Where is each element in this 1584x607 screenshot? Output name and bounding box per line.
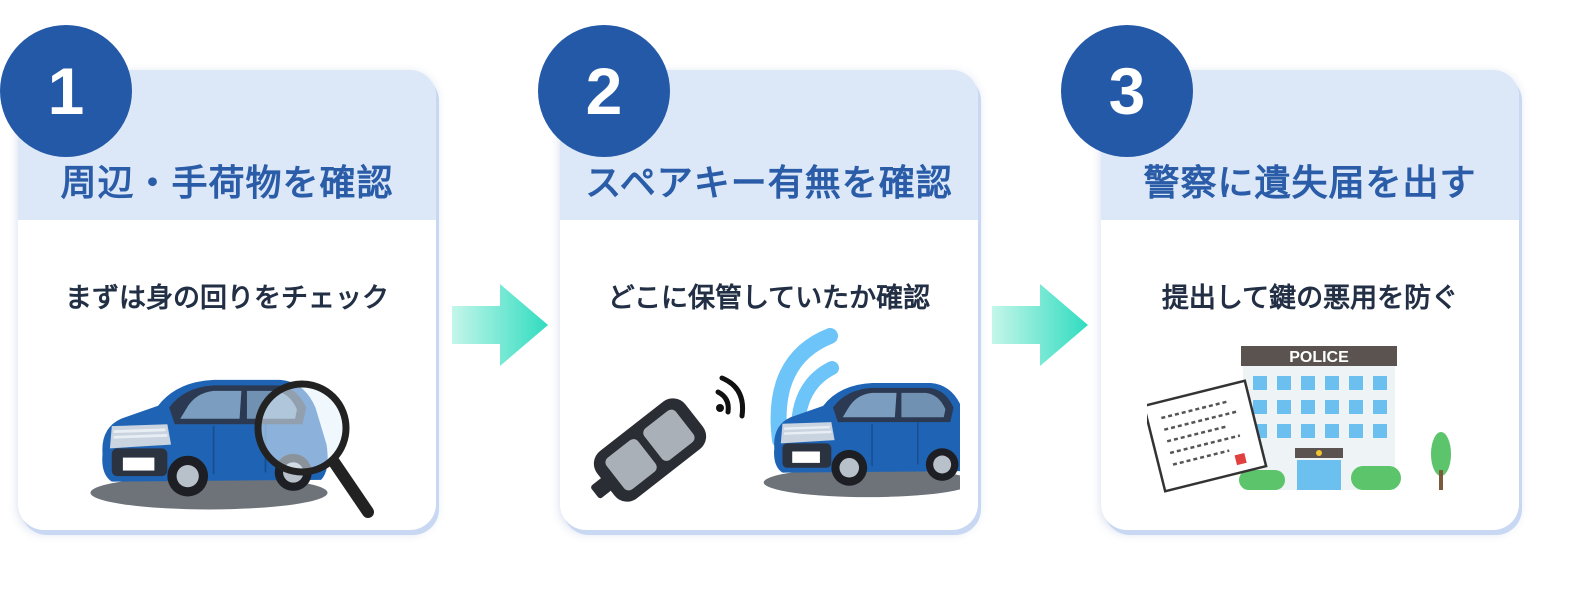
step-number-badge: 2 — [538, 25, 670, 157]
step-card-2: スペアキー有無を確認 どこに保管していたか確認 — [560, 70, 978, 530]
step-card-3: 警察に遺失届を出す 提出して鍵の悪用を防ぐ POLICE — [1101, 70, 1519, 530]
arrow-right-icon — [992, 284, 1088, 366]
car-magnifier-icon — [89, 378, 374, 518]
step-title: 周辺・手荷物を確認 — [60, 163, 394, 204]
police-sign: POLICE — [1289, 349, 1349, 366]
step-title: 警察に遺失届を出す — [1143, 163, 1477, 204]
step-card-1: 周辺・手荷物を確認 まずは身の回りをチェック — [18, 70, 436, 530]
step-subtitle: 提出して鍵の悪用を防ぐ — [1161, 283, 1459, 314]
smart-key-car-icon — [591, 328, 960, 502]
step-number-badge: 3 — [1061, 25, 1193, 157]
step-number-badge: 1 — [0, 25, 132, 157]
step-subtitle: どこに保管していたか確認 — [607, 283, 931, 314]
step-subtitle: まずは身の回りをチェック — [65, 283, 389, 314]
step-title: スペアキー有無を確認 — [585, 163, 953, 204]
arrow-right-icon — [452, 284, 548, 366]
police-station-document-icon: POLICE — [1147, 346, 1451, 493]
